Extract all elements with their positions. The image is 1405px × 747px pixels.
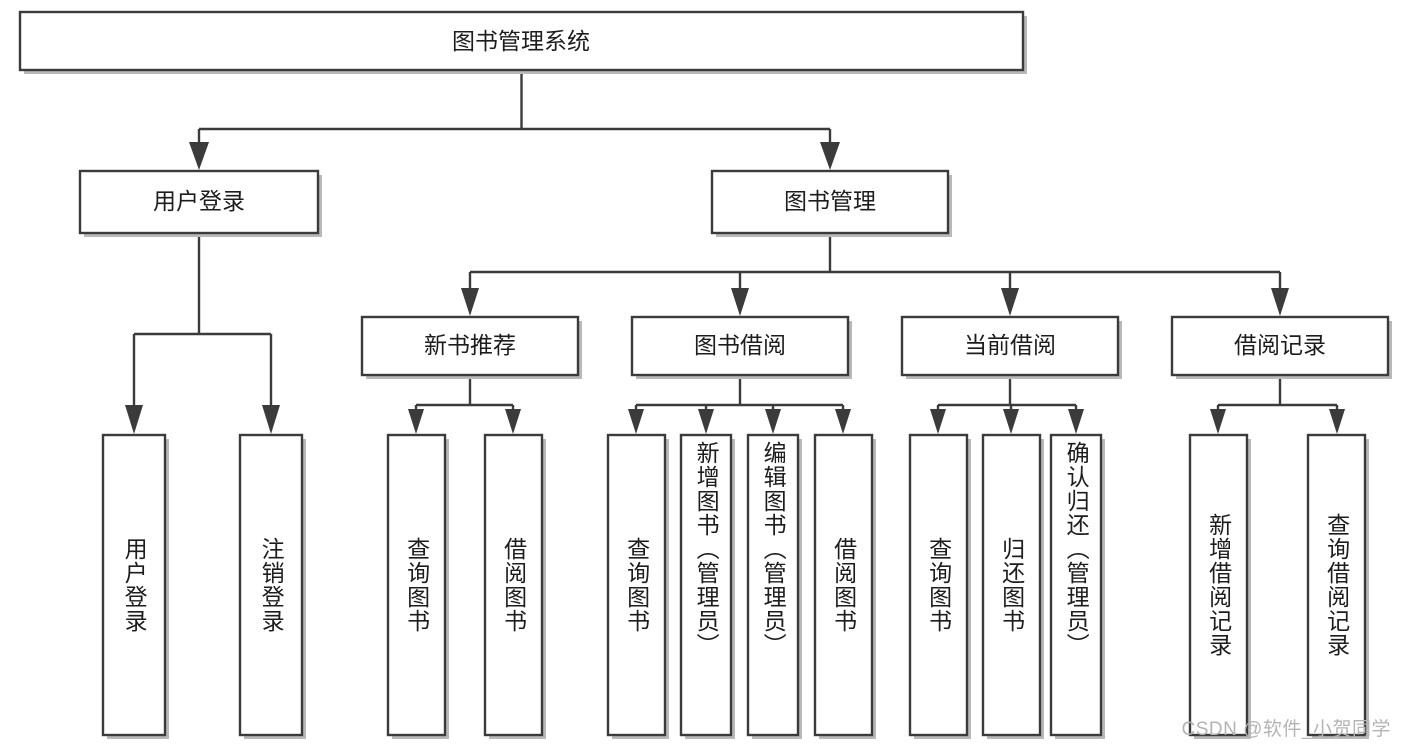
- node-new-book-rec-box[interactable]: [360, 315, 580, 377]
- node-book-borrow[interactable]: 图书借阅: [630, 315, 852, 379]
- node-leaf-edit-book[interactable]: [746, 433, 802, 739]
- arrow-head-leaf-add-book: [698, 409, 714, 434]
- node-new-book-rec[interactable]: 新书推荐: [360, 315, 582, 379]
- node-leaf-borrow-book-1-box[interactable]: [483, 433, 544, 737]
- node-leaf-query-book-1[interactable]: [386, 433, 449, 739]
- node-leaf-user-login[interactable]: [101, 433, 169, 739]
- arrow-head-borrow-record: [1271, 288, 1289, 316]
- node-book-manage-label: 图书管理: [784, 188, 876, 214]
- arrow-head-leaf-user-login: [125, 405, 143, 434]
- node-leaf-query-book-1-box[interactable]: [386, 433, 447, 737]
- arrow-head-leaf-query-book-3: [930, 409, 946, 434]
- node-leaf-query-record-box[interactable]: [1306, 433, 1367, 737]
- node-leaf-confirm-return[interactable]: [1049, 433, 1105, 739]
- node-user-login-label: 用户登录: [153, 188, 245, 214]
- node-user-login[interactable]: 用户登录: [78, 169, 322, 237]
- arrow-head-leaf-add-record: [1210, 409, 1226, 434]
- node-leaf-query-record[interactable]: [1306, 433, 1369, 739]
- node-leaf-add-record-box[interactable]: [1188, 433, 1249, 737]
- node-book-manage-box[interactable]: [710, 169, 950, 235]
- node-borrow-record-box[interactable]: [1170, 315, 1390, 377]
- node-book-manage[interactable]: 图书管理: [710, 169, 952, 237]
- node-borrow-record-label: 借阅记录: [1234, 332, 1326, 358]
- watermark-text: CSDN @软件_小贺同学: [1181, 719, 1391, 740]
- node-leaf-add-book[interactable]: [679, 433, 735, 739]
- node-leaf-borrow-book-2-box[interactable]: [813, 433, 874, 737]
- node-current-borrow-box[interactable]: [900, 315, 1120, 377]
- node-current-borrow-label: 当前借阅: [964, 332, 1056, 358]
- arrow-head-leaf-edit-book: [765, 409, 781, 434]
- node-leaf-return-book[interactable]: [981, 433, 1044, 739]
- arrow-head-current-borrow: [1001, 288, 1019, 316]
- node-leaf-borrow-book-2[interactable]: [813, 433, 876, 739]
- node-new-book-rec-label: 新书推荐: [424, 332, 516, 358]
- edge-group: [125, 70, 1345, 434]
- node-leaf-user-login-box[interactable]: [101, 433, 167, 737]
- node-root[interactable]: 图书管理系统: [18, 10, 1027, 74]
- node-leaf-borrow-book-1[interactable]: [483, 433, 546, 739]
- arrow-head-leaf-borrow-book-2: [835, 409, 851, 434]
- arrow-head-user-login: [189, 142, 209, 170]
- node-book-borrow-label: 图书借阅: [694, 332, 786, 358]
- node-leaf-edit-book-box[interactable]: [746, 433, 800, 737]
- arrow-head-leaf-query-record: [1329, 409, 1345, 434]
- arrow-head-leaf-confirm-return: [1068, 409, 1084, 434]
- arrow-head-leaf-logout: [262, 405, 280, 434]
- arrow-head-leaf-query-book-1: [408, 409, 424, 434]
- arrow-head-leaf-query-book-2: [628, 409, 644, 434]
- arrow-head-new-book-rec: [461, 288, 479, 316]
- arrow-head-leaf-return-book: [1003, 409, 1019, 434]
- node-current-borrow[interactable]: 当前借阅: [900, 315, 1122, 379]
- node-leaf-add-book-box[interactable]: [679, 433, 733, 737]
- node-leaf-query-book-2-box[interactable]: [606, 433, 667, 737]
- node-leaf-logout[interactable]: [238, 433, 306, 739]
- node-root-box[interactable]: [18, 10, 1025, 72]
- node-leaf-query-book-3-box[interactable]: [908, 433, 969, 737]
- node-leaf-confirm-return-box[interactable]: [1049, 433, 1103, 737]
- node-leaf-return-book-box[interactable]: [981, 433, 1042, 737]
- arrow-head-book-borrow: [731, 288, 749, 316]
- node-leaf-query-book-2[interactable]: [606, 433, 669, 739]
- node-leaf-logout-box[interactable]: [238, 433, 304, 737]
- node-book-borrow-box[interactable]: [630, 315, 850, 377]
- node-group: 图书管理系统 用户登录 图书管理 新书推荐 图书: [18, 10, 1392, 739]
- node-root-label: 图书管理系统: [452, 28, 590, 54]
- node-leaf-query-book-3[interactable]: [908, 433, 971, 739]
- arrow-head-leaf-borrow-book-1: [505, 409, 521, 434]
- node-borrow-record[interactable]: 借阅记录: [1170, 315, 1392, 379]
- node-leaf-add-record[interactable]: [1188, 433, 1251, 739]
- node-user-login-box[interactable]: [78, 169, 320, 235]
- arrow-head-book-manage: [820, 142, 840, 170]
